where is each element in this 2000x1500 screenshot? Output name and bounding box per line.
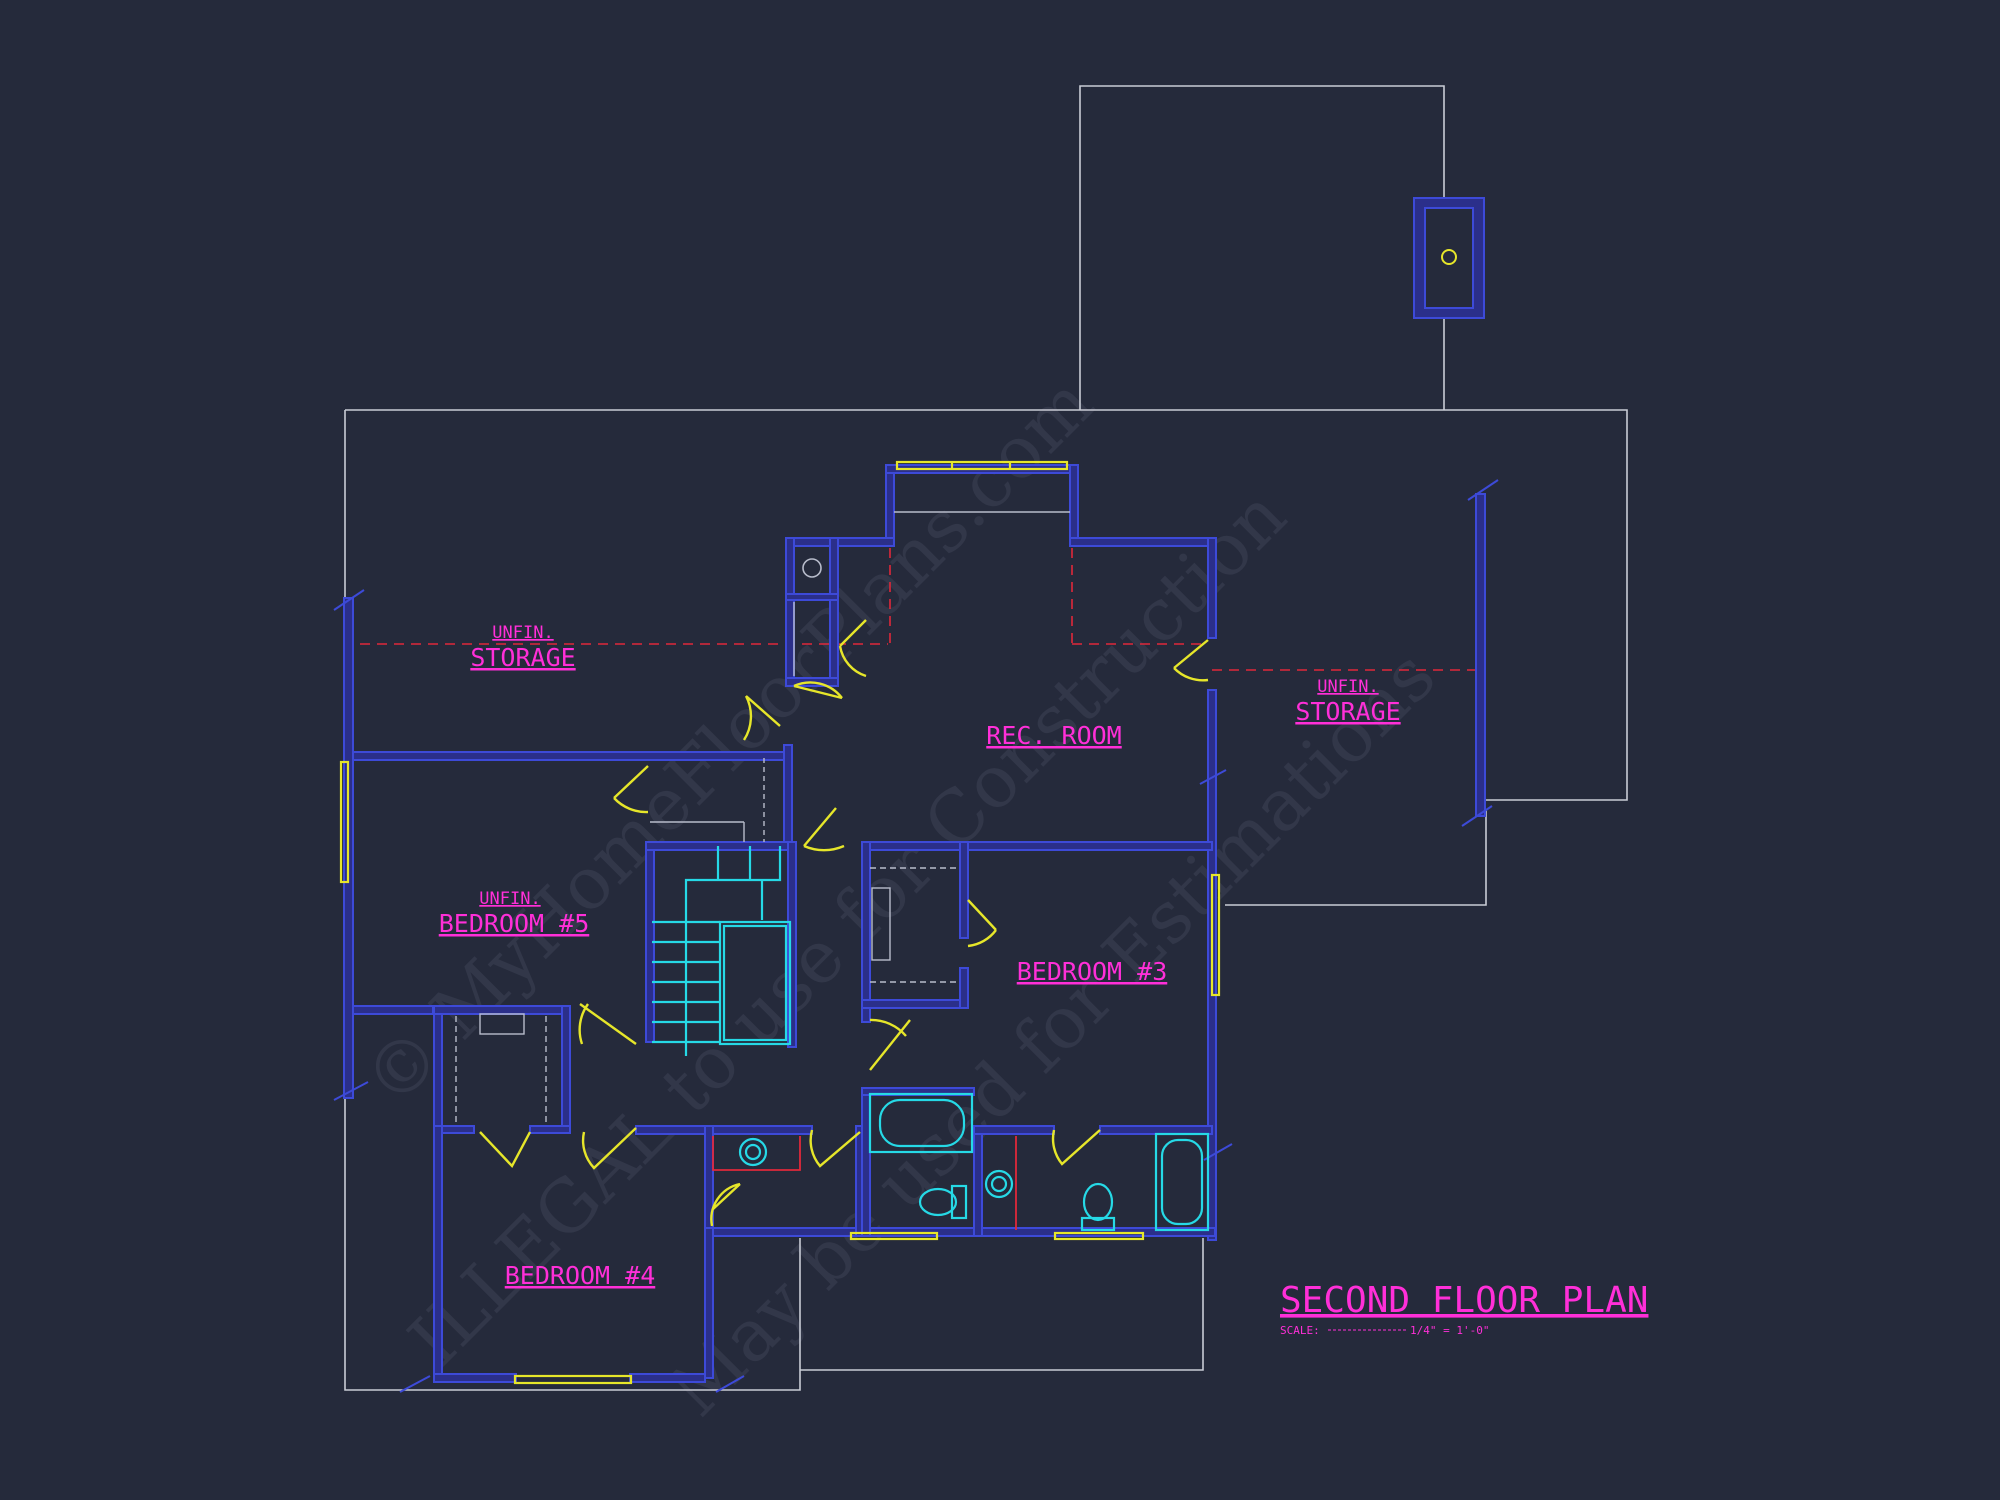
room-labels: UNFIN. STORAGE REC. ROOM UNFIN. STORAGE … (439, 623, 1401, 1290)
hidden-lines (360, 548, 1478, 671)
closet-fixture-icon (802, 558, 822, 578)
closet-shelves (455, 602, 958, 1124)
storage-right-note: UNFIN. (1317, 677, 1378, 697)
rec-room-label: REC. ROOM (986, 721, 1121, 750)
windows (339, 460, 1221, 1385)
bath-fixtures (712, 1092, 1210, 1232)
bedroom4-label: BEDROOM #4 (505, 1261, 656, 1290)
bedroom5-label: BEDROOM #5 (439, 909, 590, 938)
storage-left-note: UNFIN. (492, 623, 553, 643)
bedroom3-label: BEDROOM #3 (1017, 957, 1168, 986)
title-block: SECOND FLOOR PLAN SCALE: 1/4" = 1'-0" (1280, 1280, 1648, 1337)
bedroom5-note: UNFIN. (479, 889, 540, 909)
stairs (652, 846, 792, 1056)
break-markers (333, 479, 1499, 1393)
scale-label: SCALE: (1280, 1324, 1320, 1337)
plan-title: SECOND FLOOR PLAN (1280, 1280, 1648, 1321)
storage-right-label: STORAGE (1295, 697, 1400, 726)
storage-left-label: STORAGE (470, 643, 575, 672)
scale-value: 1/4" = 1'-0" (1410, 1324, 1489, 1337)
chimney (1413, 197, 1485, 319)
doors (479, 619, 1209, 1227)
